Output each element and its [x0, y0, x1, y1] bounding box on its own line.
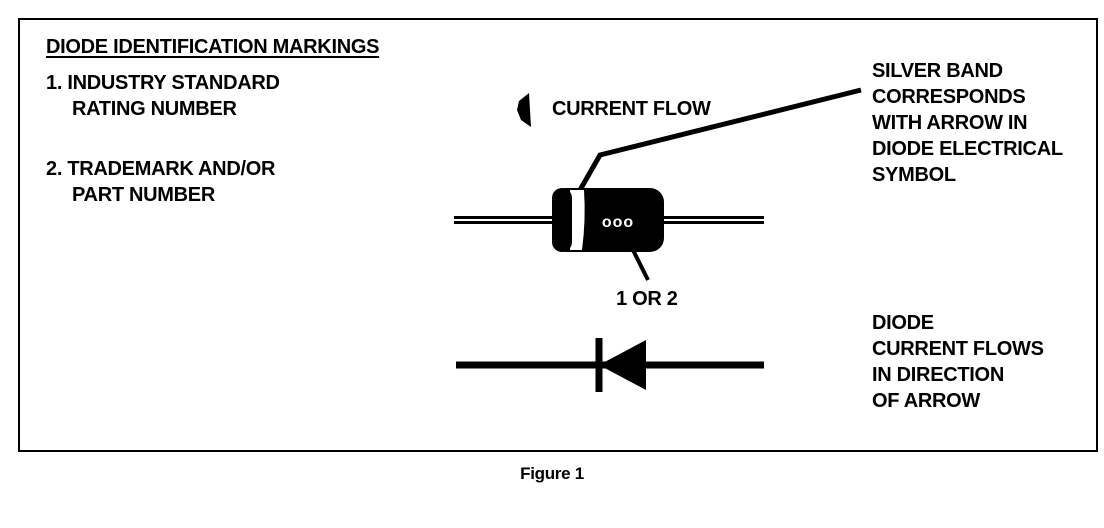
- marking-item-1-line-2: RATING NUMBER: [72, 98, 237, 120]
- silver-band-note-line: SYMBOL: [872, 164, 956, 186]
- silver-band-edge: [552, 188, 572, 252]
- figure-caption: Figure 1: [520, 464, 584, 483]
- diode-note-line: CURRENT FLOWS: [872, 338, 1044, 360]
- figure-frame: [18, 18, 1098, 452]
- silver-band-note-line: CORRESPONDS: [872, 86, 1026, 108]
- marking-item-2-line-2: PART NUMBER: [72, 184, 215, 206]
- silver-band-note-line: WITH ARROW IN: [872, 112, 1028, 134]
- silver-band-note-line: SILVER BAND: [872, 60, 1003, 82]
- diode-symbol-arrow-icon: [599, 340, 646, 390]
- marking-item-1-line-1: 1. INDUSTRY STANDARD: [46, 72, 280, 94]
- marking-number-label: 1 OR 2: [616, 288, 678, 310]
- marking-item-2-line-1: 2. TRADEMARK AND/OR: [46, 158, 276, 180]
- diode-note-line: OF ARROW: [872, 390, 980, 412]
- current-flow-arrow-icon: [517, 93, 531, 127]
- silver-band-leader-arrow: [577, 87, 862, 192]
- silver-band-note-line: DIODE ELECTRICAL: [872, 138, 1063, 160]
- marking-pointer-arrowhead-icon: [624, 232, 638, 250]
- body-marking: ooo: [602, 214, 634, 231]
- markings-heading: DIODE IDENTIFICATION MARKINGS: [46, 36, 380, 58]
- diode-note-line: DIODE: [872, 312, 934, 334]
- diode-symbol-note: DIODE CURRENT FLOWS IN DIRECTION OF ARRO…: [872, 310, 1044, 414]
- marking-pointer-line: [628, 243, 650, 281]
- diode-note-line: IN DIRECTION: [872, 364, 1004, 386]
- silver-band: [570, 190, 585, 250]
- silver-band-note: SILVER BAND CORRESPONDS WITH ARROW IN DI…: [872, 58, 1063, 188]
- current-flow-label: CURRENT FLOW: [552, 98, 711, 120]
